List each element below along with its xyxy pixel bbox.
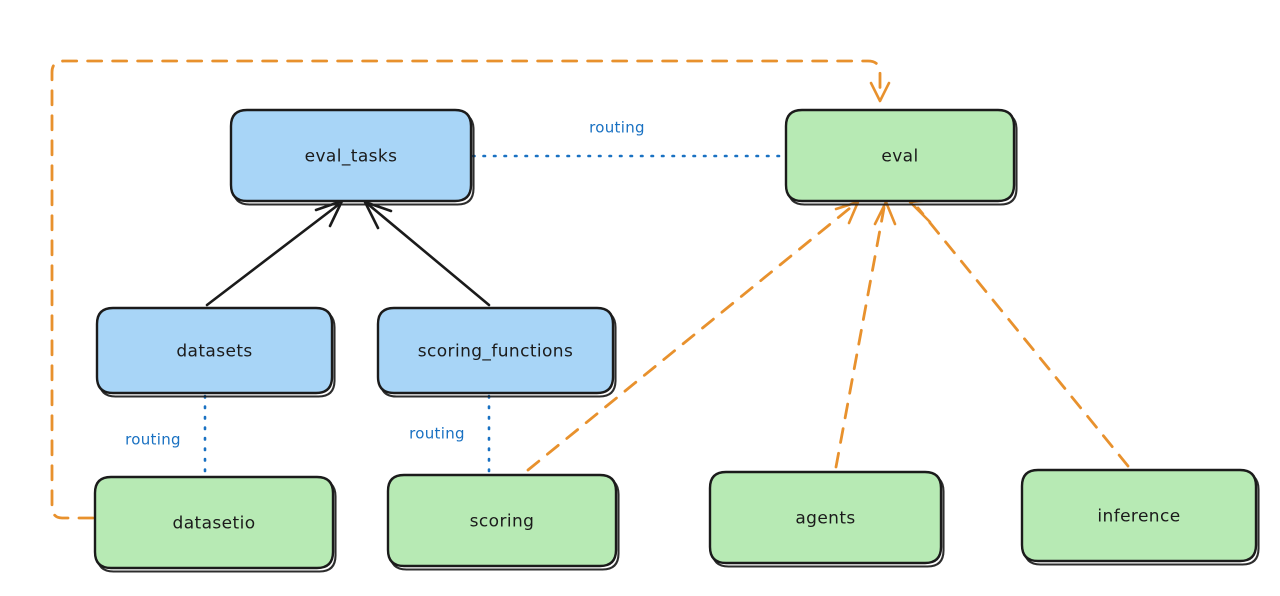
- edge-label-routing-datasets-datasetio: routing: [125, 431, 181, 449]
- edge-labels-layer: routing routing routing: [125, 119, 645, 449]
- node-box: [784, 108, 1016, 203]
- node-label: datasetio: [173, 514, 256, 534]
- edge-label-routing-eval_tasks-eval: routing: [589, 119, 645, 137]
- node-eval[interactable]: eval: [784, 108, 1018, 206]
- edge-path-datasets-eval_tasks: [205, 203, 340, 307]
- node-scoring_functions[interactable]: scoring_functions: [376, 306, 617, 398]
- node-box: [93, 475, 335, 570]
- node-label: agents: [795, 509, 855, 529]
- node-box: [708, 470, 943, 565]
- node-label: eval_tasks: [305, 147, 398, 167]
- node-agents[interactable]: agents: [708, 470, 945, 568]
- edge-label-routing-scoring_funcs: routing: [409, 425, 465, 443]
- node-datasetio[interactable]: datasetio: [93, 475, 337, 573]
- edge-path-scoring-eval: [526, 206, 852, 472]
- edge-inference-to-eval[interactable]: [908, 198, 1130, 468]
- node-datasets[interactable]: datasets: [95, 306, 336, 398]
- edge-path-scoring_functions-eval_tasks: [367, 203, 491, 307]
- node-box: [376, 306, 615, 395]
- node-box: [229, 108, 473, 203]
- edge-scoring_functions-to-eval_tasks[interactable]: [363, 200, 491, 307]
- node-eval_tasks[interactable]: eval_tasks: [229, 108, 475, 206]
- edge-datasetio-to-eval[interactable]: [50, 59, 891, 520]
- node-box: [95, 306, 334, 395]
- nodes-layer: eval_tasks eval datasets scoring_functionsd…: [93, 108, 1260, 573]
- node-inference[interactable]: inference: [1020, 468, 1260, 566]
- edge-datasets-to-eval_tasks[interactable]: [205, 199, 344, 307]
- node-label: eval: [881, 147, 918, 167]
- routing-edges-group: [203, 154, 785, 476]
- node-scoring[interactable]: scoring: [386, 473, 620, 571]
- edge-path-agents-eval: [834, 206, 886, 469]
- edge-agents-to-eval[interactable]: [834, 200, 897, 469]
- node-label: inference: [1097, 507, 1180, 527]
- node-label: scoring: [470, 512, 535, 532]
- edge-path-inference-eval: [916, 206, 1130, 468]
- node-box: [386, 473, 618, 568]
- node-label: scoring_functions: [418, 342, 573, 362]
- arrow-head-datasetio-eval: [869, 81, 891, 103]
- solid-edges-group: [205, 199, 491, 307]
- edge-path-datasetio-eval: [50, 59, 882, 520]
- node-label: datasets: [176, 342, 252, 362]
- node-box: [1020, 468, 1258, 563]
